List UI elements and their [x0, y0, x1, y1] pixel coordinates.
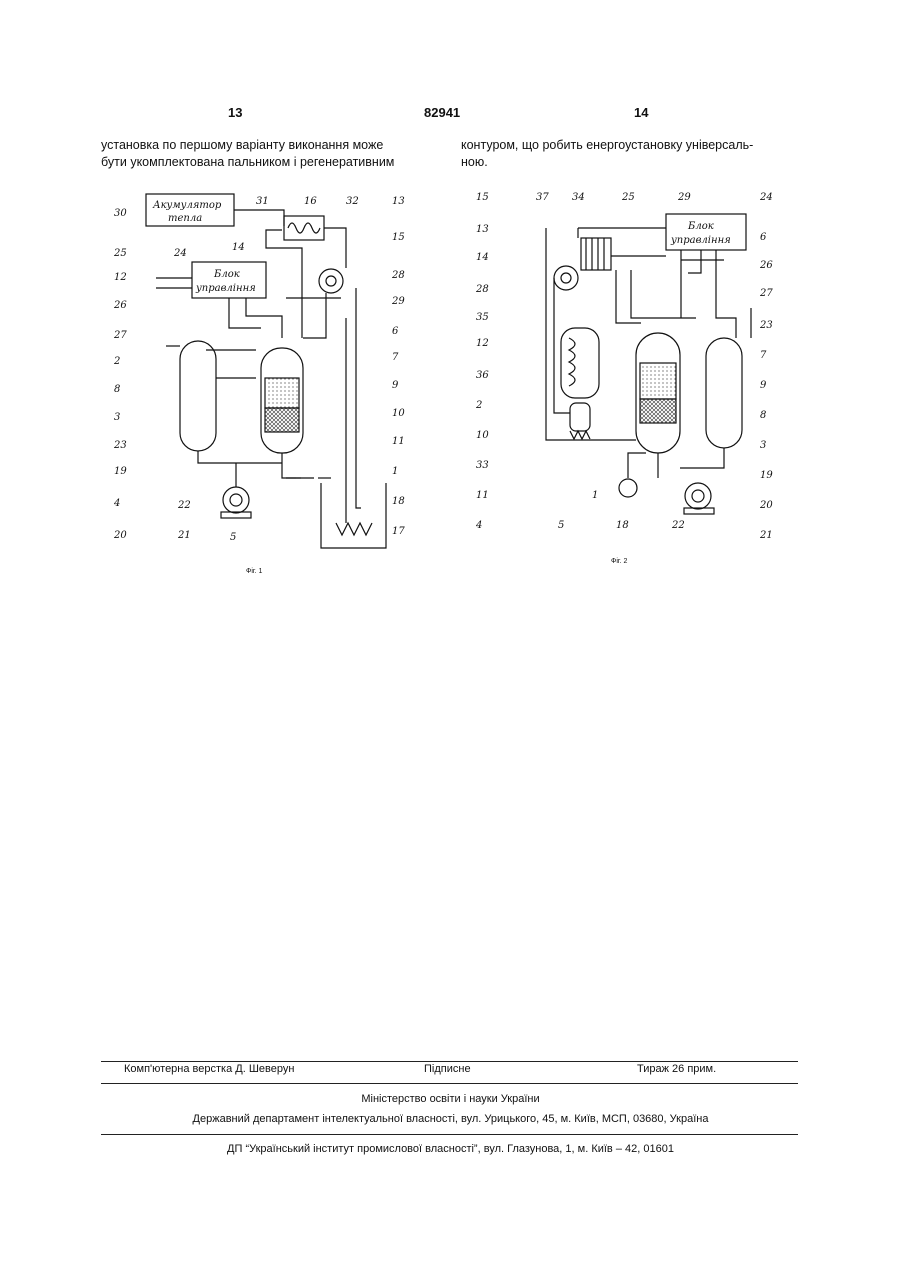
label-15: 15 [476, 192, 489, 203]
footer-rule-top [101, 1061, 798, 1062]
label-19: 19 [760, 470, 773, 481]
control-unit-label-1: Блок [213, 269, 240, 280]
label-21: 21 [759, 530, 773, 541]
label-22: 22 [177, 500, 191, 511]
control-unit-2-label-2: управління [670, 235, 731, 246]
label-28: 28 [391, 270, 405, 281]
label-7: 7 [760, 350, 767, 361]
page-number-left: 13 [228, 105, 242, 120]
label-23: 23 [759, 320, 773, 331]
figure-1-caption: Фіг. 1 [246, 568, 262, 575]
label-24: 24 [173, 248, 187, 259]
label-26: 26 [113, 300, 127, 311]
label-2: 2 [113, 356, 120, 367]
label-11: 11 [392, 436, 405, 447]
label-37: 37 [536, 192, 549, 203]
label-11: 11 [476, 490, 489, 501]
label-27: 27 [113, 330, 127, 341]
text-line: контуром, що робить енергоустановку унів… [461, 137, 791, 154]
control-unit-2-label-1: Блок [687, 221, 714, 232]
label-26: 26 [759, 260, 773, 271]
label-20: 20 [113, 530, 127, 541]
figure-1-drawing: Акумулятор тепла Блок управління 30 31 1… [96, 178, 426, 578]
text-line: установка по першому варіанту виконання … [101, 137, 421, 154]
label-18: 18 [392, 496, 405, 507]
right-column-text: контуром, що робить енергоустановку унів… [461, 137, 791, 171]
label-16: 16 [304, 196, 317, 207]
control-unit-label-2: управління [195, 283, 256, 294]
label-10: 10 [476, 430, 489, 441]
institute: ДП “Український інститут промислової вла… [0, 1143, 901, 1155]
label-14: 14 [476, 252, 489, 263]
left-column-text: установка по першому варіанту виконання … [101, 137, 421, 171]
label-5: 5 [230, 532, 236, 543]
accumulator-label-2: тепла [168, 213, 202, 224]
department: Державний департамент інтелектуальної вл… [0, 1113, 901, 1125]
label-25: 25 [621, 192, 635, 203]
label-31: 31 [256, 196, 269, 207]
figure-2: Блок управління 15 37 34 25 29 24 13 6 1… [466, 178, 796, 568]
ministry: Міністерство освіти і науки України [0, 1093, 901, 1105]
label-15: 15 [392, 232, 405, 243]
label-12: 12 [114, 272, 127, 283]
page-number-right: 14 [634, 105, 648, 120]
label-8: 8 [114, 384, 120, 395]
label-36: 36 [476, 370, 489, 381]
label-14: 14 [232, 242, 245, 253]
label-3: 3 [114, 412, 120, 423]
circulation: Тираж 26 прим. [637, 1063, 716, 1075]
label-13: 13 [392, 196, 405, 207]
label-7: 7 [392, 352, 399, 363]
label-10: 10 [392, 408, 405, 419]
label-1: 1 [592, 490, 598, 501]
figure-2-drawing: Блок управління 15 37 34 25 29 24 13 6 1… [466, 178, 796, 568]
figure-2-caption: Фіг. 2 [611, 558, 627, 565]
label-5: 5 [558, 520, 564, 531]
label-28: 28 [475, 284, 489, 295]
label-17: 17 [392, 526, 405, 537]
label-25: 25 [113, 248, 127, 259]
label-9: 9 [392, 380, 399, 391]
label-9: 9 [760, 380, 767, 391]
label-20: 20 [759, 500, 773, 511]
signed-note: Підписне [424, 1063, 471, 1075]
text-line: ною. [461, 154, 791, 171]
label-2: 2 [475, 400, 482, 411]
label-6: 6 [392, 326, 399, 337]
accumulator-label-1: Акумулятор [152, 200, 222, 211]
label-24: 24 [759, 192, 773, 203]
label-22: 22 [671, 520, 685, 531]
label-34: 34 [572, 192, 585, 203]
figure-1: Акумулятор тепла Блок управління 30 31 1… [96, 178, 426, 578]
label-29: 29 [677, 192, 691, 203]
label-27: 27 [759, 288, 773, 299]
label-3: 3 [760, 440, 766, 451]
label-1: 1 [392, 466, 398, 477]
label-13: 13 [476, 224, 489, 235]
label-4: 4 [475, 520, 482, 531]
label-32: 32 [346, 196, 359, 207]
layout-credit: Комп'ютерна верстка Д. Шеверун [124, 1063, 294, 1075]
label-33: 33 [476, 460, 489, 471]
label-12: 12 [476, 338, 489, 349]
label-8: 8 [760, 410, 766, 421]
label-18: 18 [616, 520, 629, 531]
footer-rule-middle [101, 1083, 798, 1084]
label-29: 29 [391, 296, 405, 307]
label-21: 21 [177, 530, 191, 541]
label-30: 30 [114, 208, 127, 219]
label-35: 35 [476, 312, 489, 323]
patent-number: 82941 [424, 105, 460, 120]
footer-rule-bottom [101, 1134, 798, 1135]
label-6: 6 [760, 232, 767, 243]
text-line: бути укомплектована пальником і регенера… [101, 154, 421, 171]
label-23: 23 [113, 440, 127, 451]
label-4: 4 [113, 498, 120, 509]
label-19: 19 [114, 466, 127, 477]
